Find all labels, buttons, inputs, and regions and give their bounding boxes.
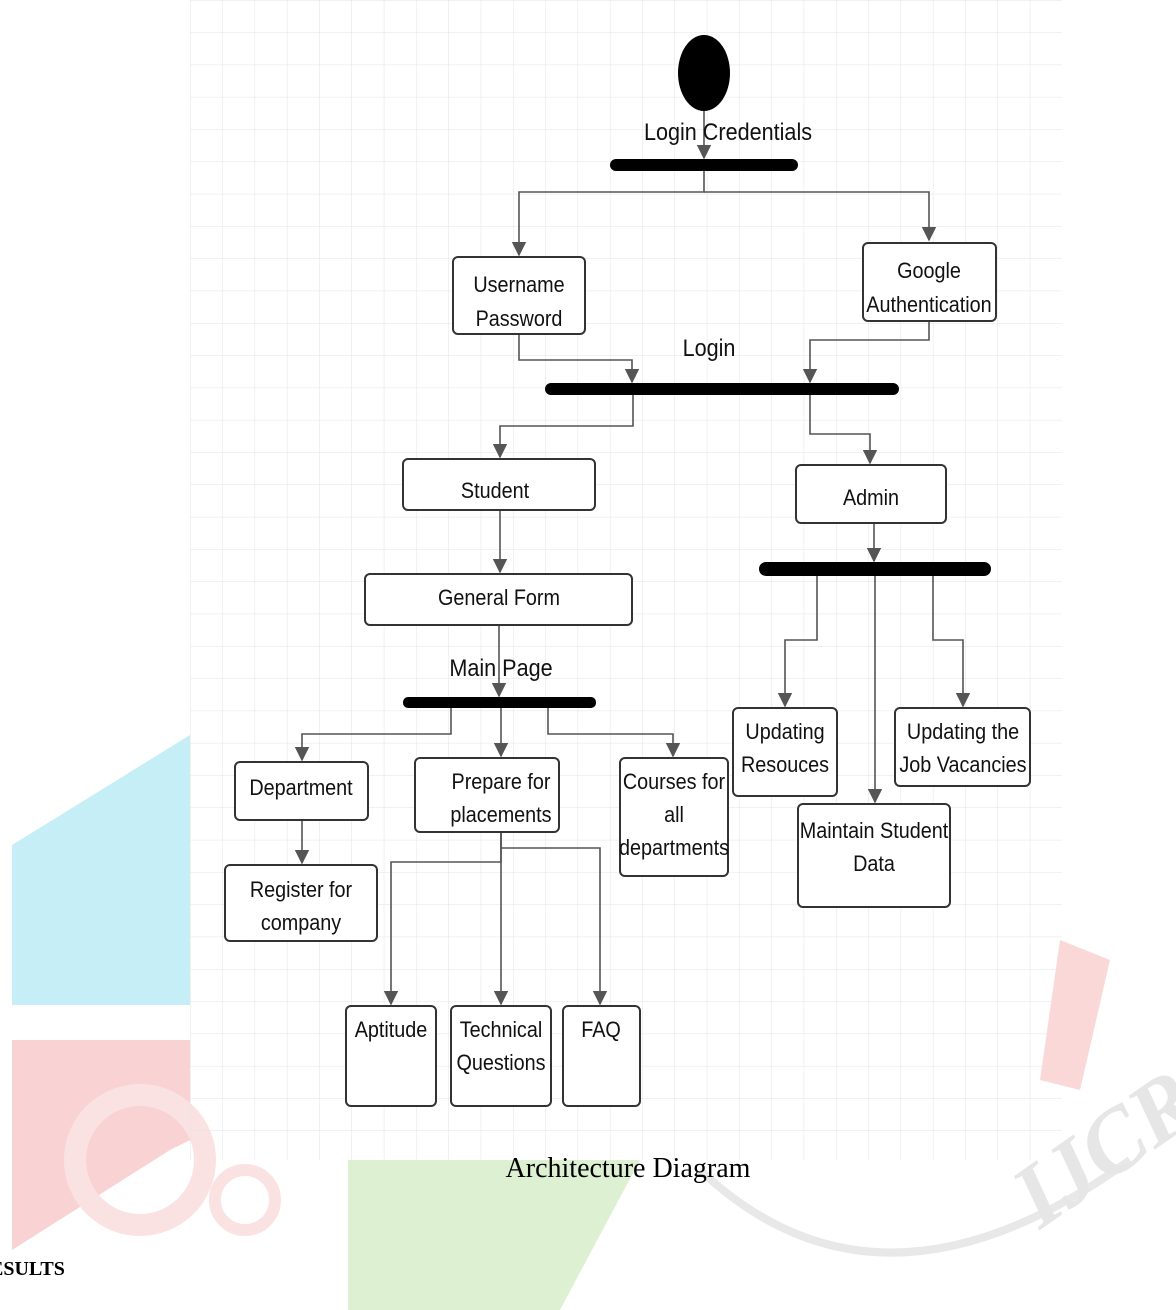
fork-bar-admin — [759, 562, 991, 576]
updating-job-vacancies-label-1: Updating the — [907, 720, 1019, 744]
aptitude-label: Aptitude — [355, 1018, 428, 1042]
general-form-label: General Form — [438, 586, 560, 610]
watermark-grey-arc — [697, 1156, 1133, 1257]
student-node: Student — [402, 458, 596, 511]
prepare-for-placements-node: Prepare for placements — [414, 757, 560, 833]
fork-bar-main-page — [403, 697, 596, 708]
google-authentication-label-2: Authentication — [866, 293, 991, 317]
join-bar-login — [545, 383, 899, 395]
admin-node: Admin — [795, 464, 947, 524]
section-heading: ESULTS — [0, 1258, 65, 1280]
courses-for-all-departments-node: Courses for all departments — [619, 757, 729, 877]
faq-label: FAQ — [581, 1018, 621, 1042]
login-label: Login — [683, 334, 736, 361]
connectors — [294, 111, 971, 1006]
maintain-student-data-node: Maintain Student Data — [797, 803, 951, 908]
department-label: Department — [249, 776, 353, 800]
department-node: Department — [234, 761, 369, 821]
watermark-gear-icon — [64, 1084, 216, 1236]
watermark-green-shape — [348, 1160, 640, 1310]
courses-label-2: all — [664, 803, 684, 827]
username-password-label-2: Password — [476, 307, 563, 331]
username-password-label-1: Username — [473, 273, 564, 297]
courses-label-1: Courses for — [623, 770, 725, 794]
courses-label-3: departments — [619, 836, 729, 860]
aptitude-node: Aptitude — [345, 1005, 437, 1107]
technical-questions-label-1: Technical — [460, 1018, 542, 1042]
fork-bar-login-credentials — [610, 159, 798, 171]
register-for-company-label-1: Register for — [250, 878, 352, 902]
watermark-small-gear-icon — [209, 1164, 281, 1236]
updating-resources-node: Updating Resouces — [732, 707, 838, 797]
technical-questions-label-2: Questions — [456, 1051, 545, 1075]
prepare-for-placements-label-2: placements — [450, 803, 551, 827]
register-for-company-label-2: company — [261, 911, 342, 935]
google-authentication-node: Google Authentication — [862, 242, 997, 322]
figure-caption: Architecture Diagram — [505, 1153, 751, 1184]
updating-resources-label-2: Resouces — [741, 753, 829, 777]
admin-label: Admin — [843, 486, 899, 510]
faq-node: FAQ — [562, 1005, 641, 1107]
google-authentication-label-1: Google — [897, 259, 961, 283]
maintain-student-data-label-2: Data — [853, 852, 895, 876]
main-page-label: Main Page — [449, 654, 552, 681]
username-password-node: Username Password — [452, 256, 586, 335]
student-label: Student — [461, 479, 529, 503]
updating-resources-label-1: Updating — [745, 720, 824, 744]
login-credentials-label: Login Credentials — [644, 118, 812, 145]
general-form-node: General Form — [364, 573, 633, 626]
architecture-diagram: Login Credentials Login Main Page Userna… — [190, 0, 1062, 1160]
start-node — [678, 35, 730, 111]
updating-job-vacancies-label-2: Job Vacancies — [899, 753, 1026, 777]
register-for-company-node: Register for company — [224, 864, 378, 942]
watermark-cyan-shape — [12, 735, 190, 1005]
prepare-for-placements-label-1: Prepare for — [452, 770, 551, 794]
technical-questions-node: Technical Questions — [450, 1005, 552, 1107]
updating-job-vacancies-node: Updating the Job Vacancies — [894, 707, 1031, 787]
maintain-student-data-label-1: Maintain Student — [800, 819, 949, 843]
